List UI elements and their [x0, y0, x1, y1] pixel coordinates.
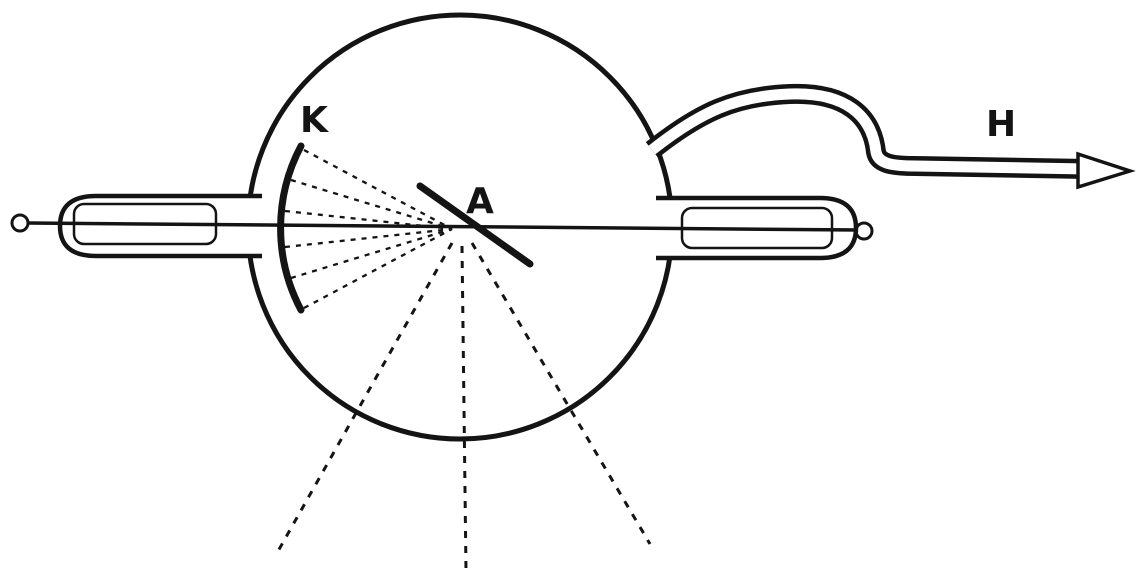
x-ray-beams	[275, 242, 652, 572]
anode-side-arm	[645, 83, 1136, 190]
left-wire-hook	[10, 213, 30, 233]
cathode-arc	[277, 142, 305, 314]
label-cathode-k: K	[300, 100, 328, 141]
anticathode-plate	[416, 182, 534, 268]
x-ray-beam	[470, 242, 652, 545]
right-wire-hook	[854, 221, 874, 241]
label-anode-arm-h: H	[986, 104, 1017, 145]
x-ray-beam	[460, 245, 468, 572]
direction-arrow-icon	[1076, 151, 1136, 190]
side-arm-bore	[648, 88, 1089, 175]
label-anticathode-a: A	[466, 181, 494, 222]
